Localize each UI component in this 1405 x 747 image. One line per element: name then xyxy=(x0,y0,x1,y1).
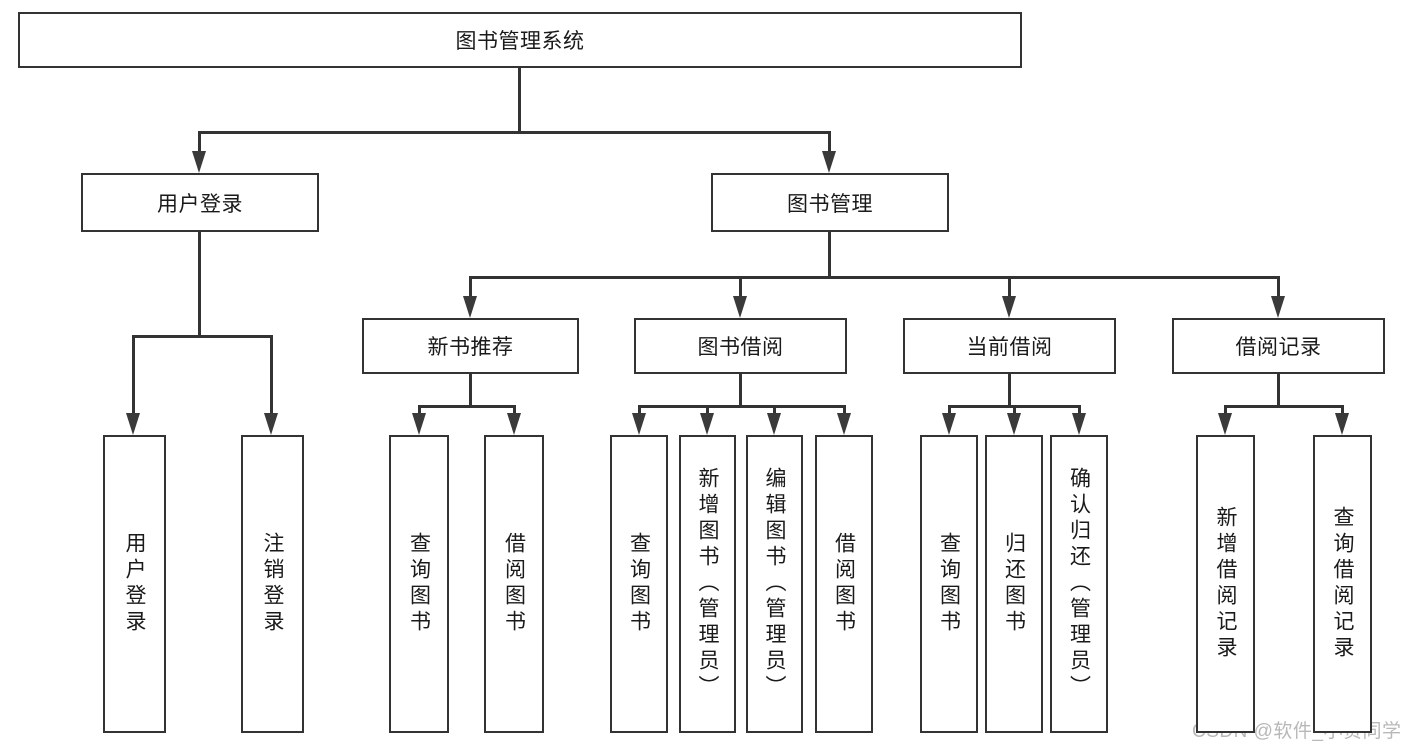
connector-vline xyxy=(1008,276,1011,296)
node-leaf-leaf-edit-book[interactable]: 编辑图书（管理员） xyxy=(746,435,803,733)
node-leaf-leaf-add-record[interactable]: 新增借阅记录 xyxy=(1196,435,1255,733)
connector-vline xyxy=(948,405,951,413)
node-leaf-leaf-return-book[interactable]: 归还图书 xyxy=(985,435,1043,733)
connector-arrowhead-icon xyxy=(1218,413,1232,435)
connector-vline xyxy=(1277,276,1280,296)
node-label: 图书借阅 xyxy=(697,336,784,359)
connector-vline xyxy=(198,232,201,335)
node-label: 当前借阅 xyxy=(966,336,1053,359)
node-label: 借阅图书 xyxy=(832,532,856,636)
connector-arrowhead-icon xyxy=(733,296,747,318)
node-level1-book-management[interactable]: 图书管理 xyxy=(711,173,949,232)
connector-vline xyxy=(843,405,846,413)
connector-arrowhead-icon xyxy=(1335,413,1349,435)
connector-arrowhead-icon xyxy=(822,151,836,173)
connector-arrowhead-icon xyxy=(837,413,851,435)
connector-arrowhead-icon xyxy=(1007,413,1021,435)
connector-arrowhead-icon xyxy=(700,413,714,435)
node-label: 查询图书 xyxy=(407,532,431,636)
connector-arrowhead-icon xyxy=(192,151,206,173)
connector-arrowhead-icon xyxy=(1271,296,1285,318)
connector-arrowhead-icon xyxy=(463,296,477,318)
node-leaf-leaf-borrow-book-2[interactable]: 借阅图书 xyxy=(815,435,873,733)
node-leaf-leaf-query-book-1[interactable]: 查询图书 xyxy=(389,435,449,733)
connector-vline xyxy=(1013,405,1016,413)
node-label: 用户登录 xyxy=(157,192,243,216)
node-leaf-leaf-query-record[interactable]: 查询借阅记录 xyxy=(1313,435,1372,733)
node-label: 新书推荐 xyxy=(427,336,514,359)
node-label: 用户登录 xyxy=(123,532,146,636)
node-label: 借阅图书 xyxy=(502,532,526,636)
connector-arrowhead-icon xyxy=(632,413,646,435)
node-leaf-leaf-confirm-return[interactable]: 确认归还（管理员） xyxy=(1050,435,1108,733)
connector-vline xyxy=(1341,405,1344,413)
node-level2-borrow-record[interactable]: 借阅记录 xyxy=(1172,318,1385,374)
node-label: 借阅记录 xyxy=(1235,336,1322,359)
connector-vline xyxy=(1078,405,1081,413)
node-level1-user-login[interactable]: 用户登录 xyxy=(81,173,319,232)
connector-vline xyxy=(739,276,742,296)
connector-hline xyxy=(133,335,271,338)
connector-hline xyxy=(470,276,1278,279)
node-label: 注销登录 xyxy=(261,532,284,636)
connector-vline xyxy=(739,374,742,405)
connector-arrowhead-icon xyxy=(412,413,426,435)
connector-hline xyxy=(419,405,514,408)
node-root-root[interactable]: 图书管理系统 xyxy=(18,12,1022,68)
node-label: 归还图书 xyxy=(1002,532,1026,636)
node-level2-new-book-recommend[interactable]: 新书推荐 xyxy=(362,318,579,374)
connector-vline xyxy=(270,335,273,413)
node-label: 图书管理 xyxy=(787,192,873,216)
connector-hline xyxy=(639,405,844,408)
node-leaf-leaf-query-book-3[interactable]: 查询图书 xyxy=(920,435,978,733)
connector-vline xyxy=(828,232,831,276)
node-leaf-leaf-borrow-book-1[interactable]: 借阅图书 xyxy=(484,435,544,733)
node-leaf-leaf-add-book[interactable]: 新增图书（管理员） xyxy=(679,435,736,733)
connector-hline xyxy=(1225,405,1342,408)
node-level2-book-borrow[interactable]: 图书借阅 xyxy=(634,318,847,374)
connector-vline xyxy=(828,131,831,151)
connector-arrowhead-icon xyxy=(1002,296,1016,318)
node-label: 查询借阅记录 xyxy=(1331,506,1354,662)
node-label: 确认归还（管理员） xyxy=(1067,467,1091,701)
node-label: 新增图书（管理员） xyxy=(696,467,719,701)
node-label: 新增借阅记录 xyxy=(1214,506,1237,662)
node-label: 查询图书 xyxy=(937,532,961,636)
connector-arrowhead-icon xyxy=(507,413,521,435)
node-leaf-leaf-logout[interactable]: 注销登录 xyxy=(241,435,304,733)
connector-hline xyxy=(199,131,829,134)
connector-vline xyxy=(638,405,641,413)
connector-vline xyxy=(706,405,709,413)
node-leaf-leaf-user-login[interactable]: 用户登录 xyxy=(103,435,166,733)
connector-arrowhead-icon xyxy=(264,413,278,435)
node-leaf-leaf-query-book-2[interactable]: 查询图书 xyxy=(610,435,668,733)
connector-vline xyxy=(1224,405,1227,413)
connector-vline xyxy=(198,131,201,151)
node-label: 查询图书 xyxy=(627,532,651,636)
connector-vline xyxy=(418,405,421,413)
connector-arrowhead-icon xyxy=(767,413,781,435)
connector-arrowhead-icon xyxy=(126,413,140,435)
node-label: 编辑图书（管理员） xyxy=(763,467,786,701)
connector-vline xyxy=(773,405,776,413)
connector-vline xyxy=(1277,374,1280,405)
connector-vline xyxy=(469,374,472,405)
node-level2-current-borrow[interactable]: 当前借阅 xyxy=(903,318,1116,374)
connector-vline xyxy=(518,68,521,131)
connector-vline xyxy=(132,335,135,413)
connector-vline xyxy=(513,405,516,413)
connector-arrowhead-icon xyxy=(942,413,956,435)
connector-vline xyxy=(1008,374,1011,405)
node-label: 图书管理系统 xyxy=(455,30,585,53)
connector-arrowhead-icon xyxy=(1072,413,1086,435)
connector-vline xyxy=(469,276,472,296)
